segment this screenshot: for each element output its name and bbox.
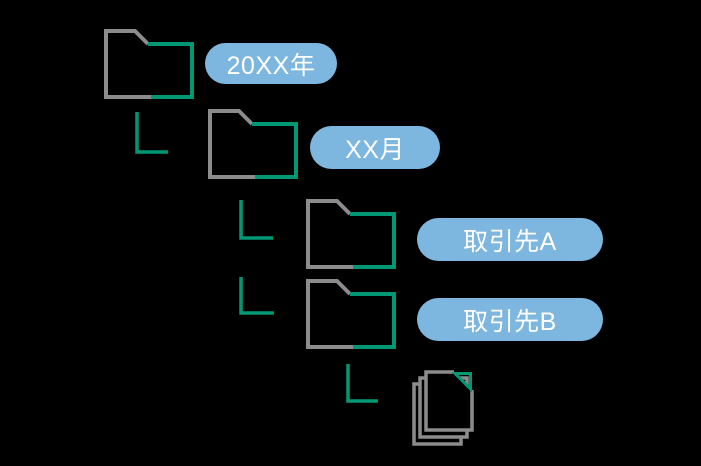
connector-client-b-to-documents (346, 364, 378, 403)
folder-icon-client-b (306, 279, 396, 349)
label-pill-client-a: 取引先A (417, 218, 603, 261)
folder-icon-month (208, 109, 298, 179)
label-pill-month: XX月 (310, 126, 440, 169)
label-pill-client-b: 取引先B (417, 298, 603, 341)
folder-icon-year (104, 29, 194, 99)
connector-month-to-client-a (239, 200, 273, 240)
folder-icon-client-a (306, 199, 396, 269)
label-text-year: 20XX年 (226, 51, 316, 80)
document-page-front-outline (424, 370, 474, 432)
document-stack-icon (412, 370, 474, 446)
label-pill-year: 20XX年 (205, 43, 337, 84)
connector-year-to-month (135, 112, 168, 154)
document-page-front-fill (426, 372, 472, 430)
connector-month-to-client-b (239, 277, 274, 315)
label-text-client-b: 取引先B (463, 307, 557, 336)
document-folded-corner (451, 372, 472, 393)
label-text-month: XX月 (345, 135, 405, 164)
label-text-client-a: 取引先A (463, 227, 557, 256)
